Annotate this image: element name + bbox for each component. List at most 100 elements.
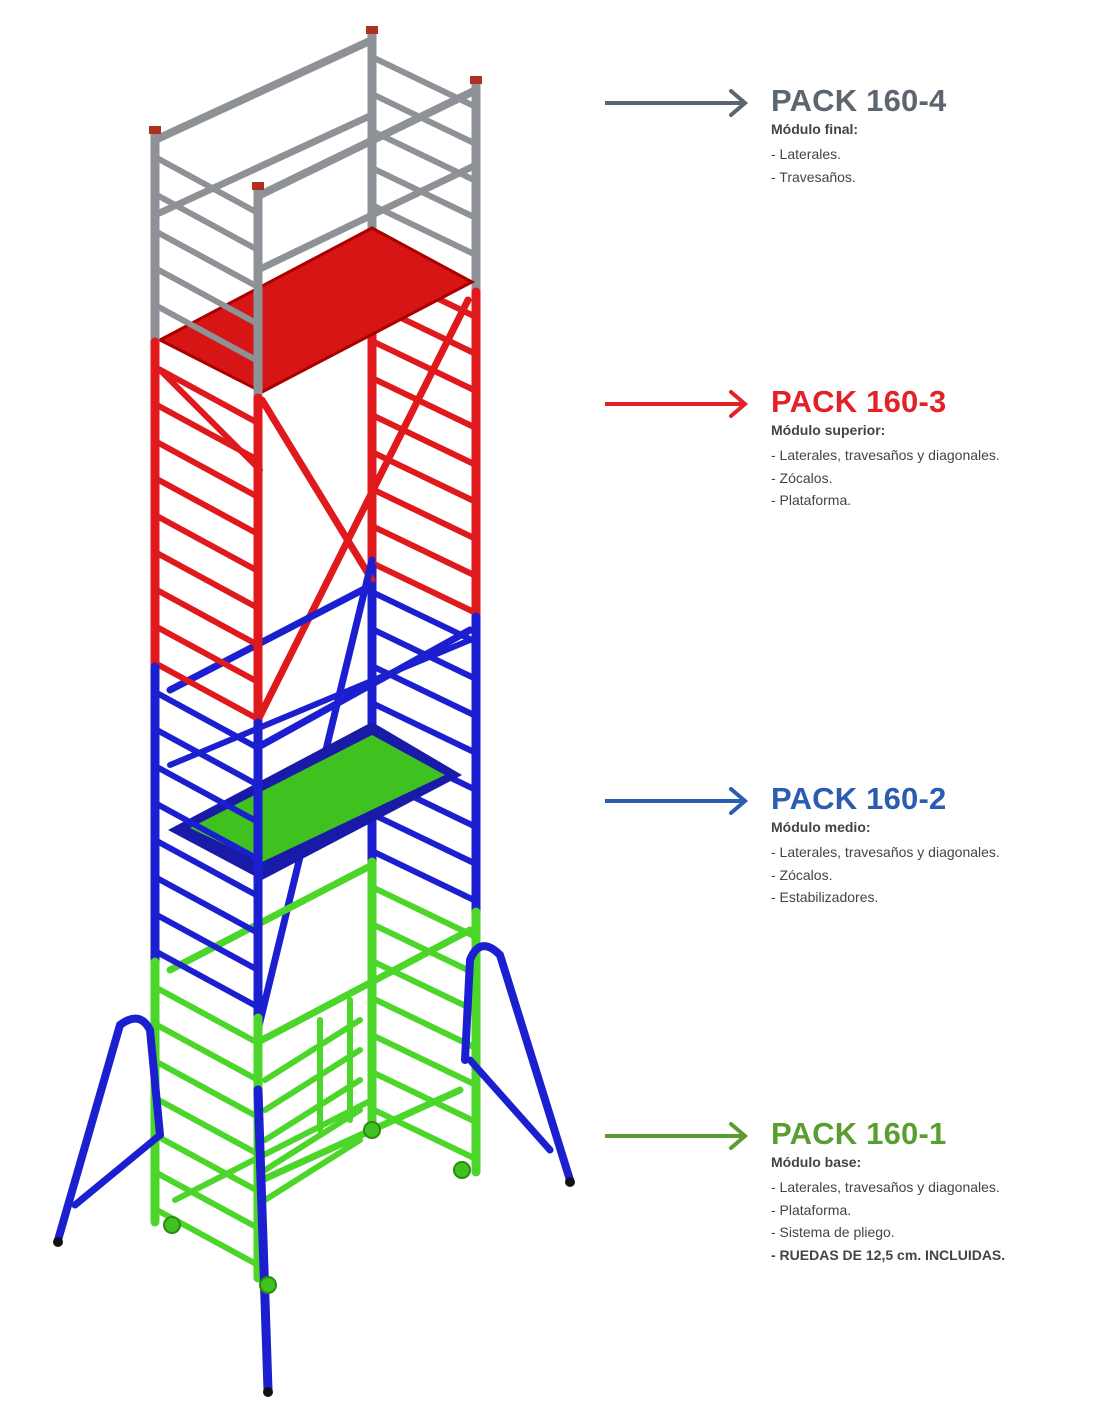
post-cap <box>366 26 378 34</box>
rung <box>152 154 261 216</box>
pack-title: PACK 160-2 <box>771 781 947 816</box>
rung <box>152 689 261 751</box>
foot-cap <box>263 1387 273 1397</box>
rung <box>369 700 479 756</box>
rung <box>369 1106 479 1162</box>
rung <box>369 202 479 258</box>
rung <box>152 726 261 788</box>
component-item: - Laterales, travesaños y diagonales. <box>771 1179 1000 1195</box>
module-label: Módulo base: <box>771 1154 862 1170</box>
rail <box>172 1097 375 1203</box>
component-item: - Laterales, travesaños y diagonales. <box>771 447 1000 463</box>
rung <box>152 984 261 1046</box>
diagonal-brace <box>167 637 473 768</box>
rung <box>152 1021 261 1083</box>
wheel-icon <box>453 1161 471 1179</box>
rung <box>152 586 261 648</box>
pack-title: PACK 160-4 <box>771 83 947 118</box>
rung <box>152 874 261 936</box>
rung <box>152 438 261 500</box>
rung <box>152 763 261 825</box>
folding-rung <box>262 1047 363 1113</box>
rung <box>369 375 479 431</box>
wheel-icon <box>163 1216 181 1234</box>
rail <box>258 626 474 749</box>
scaffold-tower-illustration <box>53 26 575 1397</box>
arrow-head <box>729 89 749 117</box>
module-label: Módulo final: <box>771 121 859 137</box>
rung <box>369 921 479 977</box>
rung <box>369 486 479 542</box>
component-list: - Laterales, travesaños y diagonales. - … <box>771 841 1000 909</box>
post-cap <box>252 182 264 190</box>
diagonal-brace <box>254 296 472 724</box>
rung <box>369 995 479 1051</box>
rung <box>369 811 479 867</box>
module-label: Módulo medio: <box>771 819 871 835</box>
rung <box>369 1032 479 1088</box>
rail <box>151 111 376 219</box>
rung <box>152 549 261 611</box>
component-item: - Zócalos. <box>771 866 833 883</box>
rung <box>369 338 479 394</box>
component-list: - Laterales. - Travesaños. <box>771 143 856 188</box>
diagonal-brace <box>258 1086 464 1184</box>
rail <box>166 581 376 694</box>
rung <box>369 1069 479 1125</box>
folding-rung <box>262 1077 363 1143</box>
arrow-icon <box>605 787 749 815</box>
component-item: - Sistema de pliego. <box>771 1224 895 1240</box>
arrow-head <box>729 390 749 418</box>
rung <box>152 1058 261 1120</box>
module-label: Módulo superior: <box>771 422 886 438</box>
rung <box>152 911 261 973</box>
rung <box>369 848 479 904</box>
rung <box>152 265 261 327</box>
component-item: - Plataforma. <box>771 1201 852 1218</box>
folding-rung <box>262 1107 363 1173</box>
arrow-icon <box>605 1122 749 1150</box>
foot-cap <box>565 1177 575 1187</box>
pack-title: PACK 160-1 <box>771 1116 947 1151</box>
rung <box>152 364 261 426</box>
post-cap <box>470 76 482 84</box>
arrow-head <box>729 1122 749 1150</box>
rail <box>166 861 376 974</box>
rung <box>152 228 261 290</box>
stabilizer-brace <box>466 1056 554 1154</box>
rung <box>369 560 479 616</box>
wheel-icon <box>259 1276 277 1294</box>
component-item: - Estabilizadores. <box>771 889 879 905</box>
rung <box>152 475 261 537</box>
rung <box>369 523 479 579</box>
folding-rung <box>262 1017 363 1083</box>
component-item: - Laterales. <box>771 146 842 162</box>
stabilizer-brace <box>71 1131 164 1209</box>
component-item: - Zócalos. <box>771 469 833 486</box>
rung <box>152 401 261 463</box>
component-list: - Laterales, travesaños y diagonales. - … <box>771 444 1000 512</box>
leg <box>253 1085 273 1395</box>
rail <box>258 926 474 1044</box>
rung <box>369 412 479 468</box>
folding-rung <box>262 1137 363 1203</box>
component-item: - Travesaños. <box>771 168 856 185</box>
diagonal-brace <box>258 396 376 584</box>
rung <box>152 1169 261 1231</box>
pack-title: PACK 160-3 <box>771 384 947 419</box>
top-rail <box>151 36 376 144</box>
top-rail <box>254 86 480 200</box>
arrow-head <box>729 787 749 815</box>
rung <box>152 948 261 1010</box>
rung <box>152 191 261 253</box>
arrow-icon <box>605 390 749 418</box>
rung <box>152 623 261 685</box>
rung <box>369 884 479 940</box>
stabilizer-left <box>54 1014 164 1244</box>
component-item: - RUEDAS DE 12,5 cm. INCLUIDAS. <box>771 1246 1006 1263</box>
foot-cap <box>53 1237 63 1247</box>
rung <box>152 837 261 899</box>
component-list: - Laterales, travesaños y diagonales. - … <box>771 1176 1005 1266</box>
rung <box>152 800 261 862</box>
stabilizer-right <box>461 942 574 1184</box>
